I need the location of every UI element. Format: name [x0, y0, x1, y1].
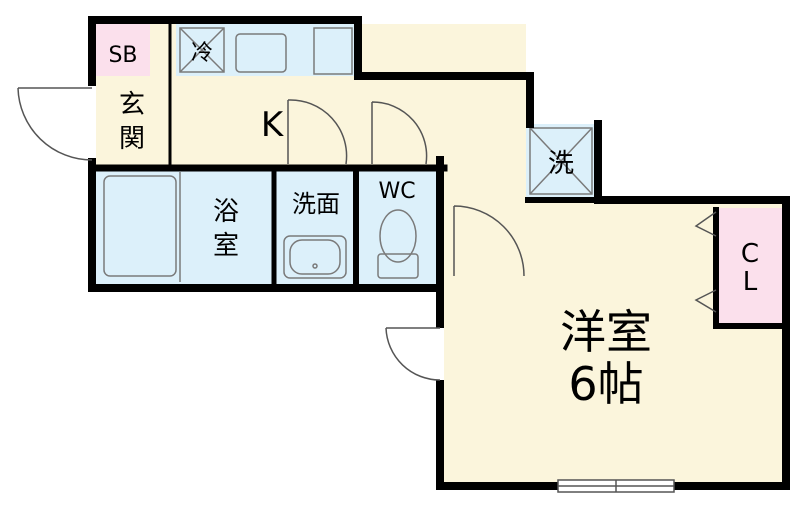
- kitchen-label: K: [261, 105, 285, 145]
- fridge-box: [179, 27, 225, 73]
- stove-area: [313, 27, 353, 75]
- kitchen-sink: [235, 33, 287, 73]
- closet-label-2: L: [743, 267, 758, 297]
- shoe-box-label: SB: [108, 43, 137, 68]
- closet-label-1: C: [741, 239, 759, 269]
- fridge-label: 冷: [191, 41, 213, 66]
- fridge-cross-b: [179, 27, 225, 73]
- bath-label-2: 室: [213, 231, 239, 261]
- labels: SB 玄 関 冷 K 浴 室 洗面 WC 洗 C L 洋室 6帖: [108, 41, 759, 411]
- closet-door-top: [694, 211, 717, 237]
- toilet-bowl: [379, 209, 417, 263]
- closet-floor: [718, 208, 782, 324]
- room-door-swing: [453, 205, 525, 277]
- entrance-label-2: 関: [119, 124, 145, 154]
- laundry-box: [529, 127, 593, 195]
- shoe-box-floor: [96, 24, 150, 76]
- wall-closet: [713, 207, 789, 329]
- washroom-label: 洗面: [292, 190, 340, 218]
- fixtures: [103, 27, 593, 282]
- doors: [17, 86, 717, 493]
- bath-floor: [96, 168, 274, 284]
- washroom-floor: [274, 168, 356, 284]
- toilet-tank: [377, 253, 419, 279]
- wall-top: [88, 16, 534, 128]
- entrance-door-gap: [88, 86, 96, 158]
- laundry-label: 洗: [548, 149, 574, 179]
- western-room-label: 洋室: [560, 305, 652, 359]
- wc-door-swing: [371, 101, 428, 165]
- laundry-cross-b: [529, 127, 593, 195]
- bathtub: [103, 175, 177, 277]
- counter-floor: [228, 24, 354, 76]
- wash-basin: [283, 235, 347, 279]
- walls: [88, 16, 790, 490]
- room-left-opening: [436, 328, 444, 380]
- toilet-floor: [356, 168, 438, 284]
- closet-door-bottom: [694, 289, 717, 313]
- western-room-size-label: 6帖: [568, 357, 643, 411]
- entrance-label-1: 玄: [119, 90, 145, 120]
- bath-label-1: 浴: [213, 197, 239, 227]
- room-left-door-swing: [385, 327, 441, 381]
- wall-room-left: [436, 120, 790, 490]
- toilet-label: WC: [378, 179, 415, 204]
- basin-drain: [312, 263, 318, 269]
- entrance-door-swing: [17, 87, 93, 161]
- washroom-door-swing: [287, 99, 348, 165]
- wash-basin-bowl: [289, 239, 341, 275]
